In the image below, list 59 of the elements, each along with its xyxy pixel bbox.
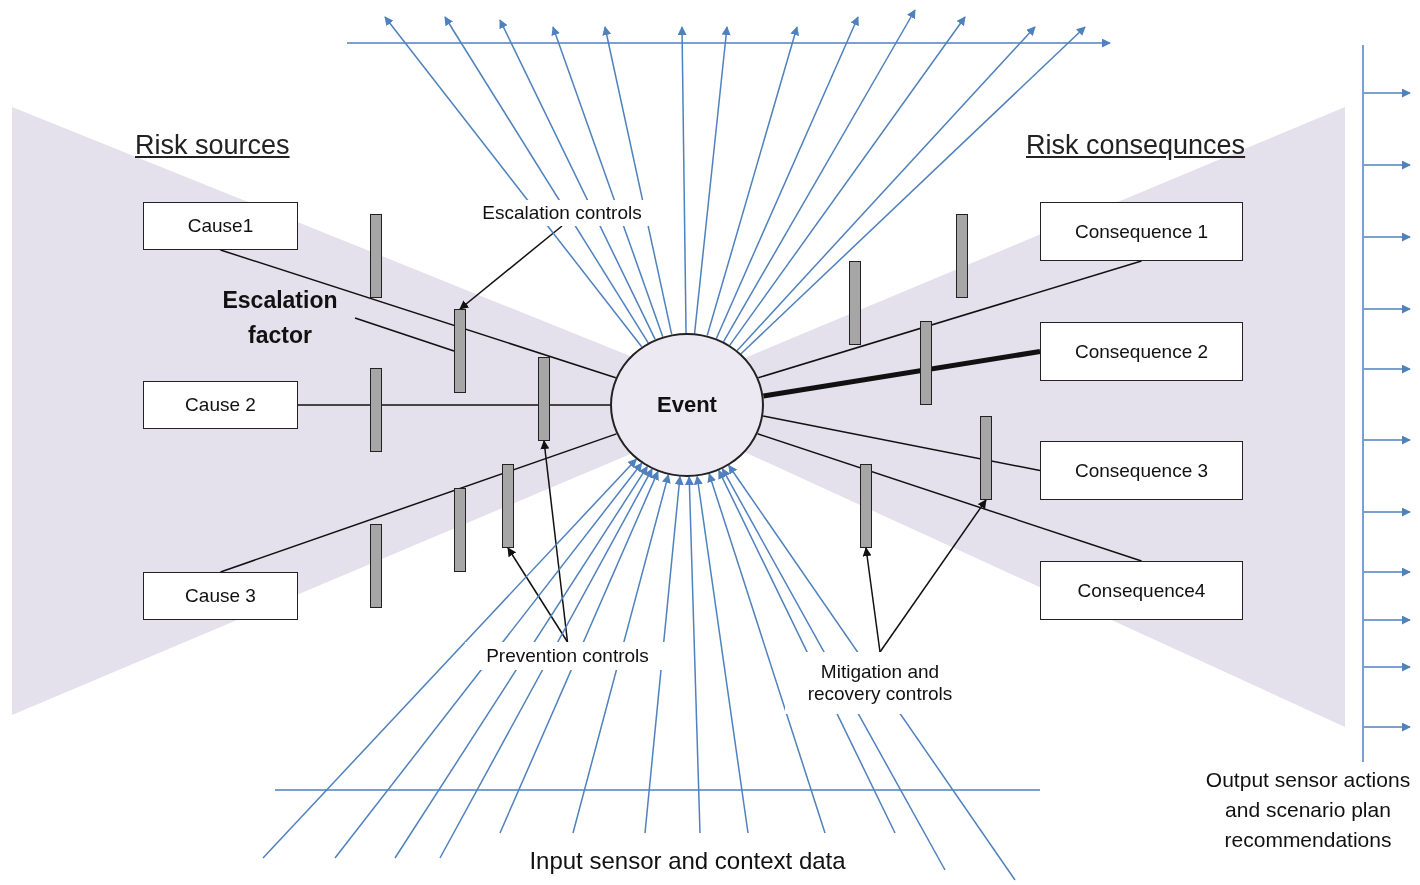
connector-line [740,26,1086,355]
consequence-box: Consequence 2 [1040,322,1243,381]
connector-line [297,404,611,406]
factor-label: Escalation factor [205,283,355,353]
connector-line [499,19,656,341]
cause-box: Cause1 [143,202,298,250]
barrier-bar [502,464,514,548]
leader-line [540,440,569,643]
connector-line [757,260,1143,379]
connector-line [729,16,966,346]
connector-line [384,16,643,348]
connector-line [439,468,653,859]
heading: Risk consequnces [1026,129,1247,162]
cause-box: Cause 2 [143,381,298,429]
heading: Risk sources [135,129,291,162]
event-circle: Event [610,333,764,477]
connector-line [572,474,671,834]
consequence-box: Consequence 3 [1040,441,1243,500]
connector-line [444,16,649,344]
connector-line [644,475,684,834]
connector-line [693,475,749,834]
cause-box: Cause 3 [143,572,298,620]
connector-line [219,249,617,379]
connector-line [763,349,1041,399]
barrier-bar [454,309,466,393]
connector-line [334,462,643,859]
barrier-bar [849,261,861,345]
connector-line [262,458,638,859]
connector-line [693,26,731,335]
connector-line [756,433,1143,562]
barrier-bar [980,416,992,500]
connector-line [736,26,1036,352]
barrier-bar [860,464,872,548]
connector-line [602,26,673,336]
leader-line [354,317,455,352]
connector-line [722,9,916,343]
consequence-box: Consequence 1 [1040,202,1243,261]
connector-line [684,476,701,834]
connector-line [219,433,618,573]
connector-line [551,26,664,338]
connector-line [677,26,687,334]
barrier-bar [538,357,550,441]
connector-line [706,26,800,337]
leader-line [507,547,569,643]
barrier-bar [920,321,932,405]
leader-line [879,499,987,653]
barrier-bar [454,488,466,572]
consequence-box: Consequence4 [1040,561,1243,620]
barrier-bar [370,524,382,608]
barrier-bar [370,368,382,452]
connector-line [394,465,648,859]
connector-line [715,16,859,340]
connector-line [762,415,1041,472]
connector-line [499,470,659,834]
leader-line [459,225,563,310]
barrier-bar [956,214,968,298]
leader-line [862,547,881,653]
barrier-bar [370,214,382,298]
connector-line [707,473,826,834]
